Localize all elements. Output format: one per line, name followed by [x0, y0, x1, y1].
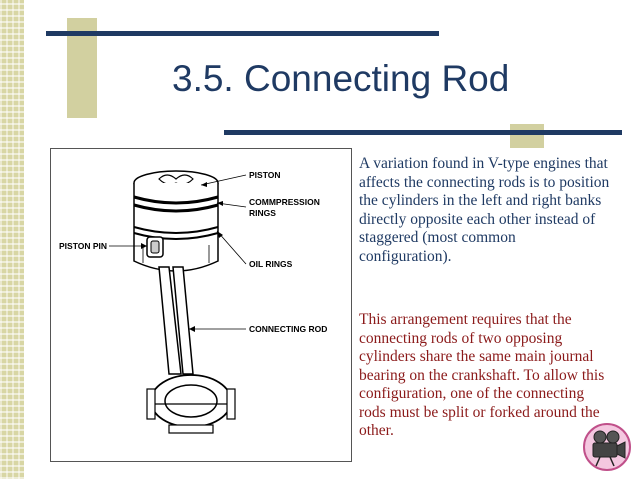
left-border-texture — [0, 0, 24, 479]
movie-camera-icon[interactable] — [582, 422, 632, 472]
label-compression-rings-line2: RINGS — [249, 208, 276, 218]
piston-rod-illustration: PISTON COMMPRESSION RINGS PISTON PIN OIL… — [59, 170, 327, 434]
slide-title: 3.5. Connecting Rod — [172, 58, 510, 99]
label-piston: PISTON — [249, 170, 281, 180]
title-underline-bar — [224, 130, 622, 135]
label-compression-rings-line1: COMMPRESSION — [249, 197, 320, 207]
right-accent-square — [510, 124, 544, 148]
label-piston-pin: PISTON PIN — [59, 241, 107, 251]
label-oil-rings: OIL RINGS — [249, 259, 293, 269]
top-title-bar — [46, 31, 439, 36]
piston-rod-diagram: PISTON COMMPRESSION RINGS PISTON PIN OIL… — [50, 148, 352, 462]
paragraph-v-type-variation: A variation found in V-type engines that… — [359, 155, 610, 265]
paragraph-shared-journal: This arrangement requires that the conne… — [359, 311, 605, 439]
label-connecting-rod: CONNECTING ROD — [249, 324, 327, 334]
